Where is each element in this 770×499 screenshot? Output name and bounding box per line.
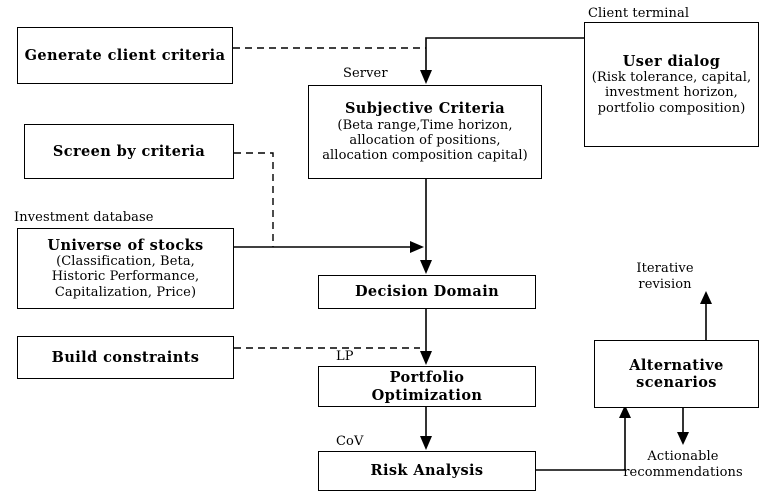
node-subtext-line: (Risk tolerance, capital, [591,70,752,86]
arrowhead-into-portfolio-optimization [420,351,432,365]
node-subjective-criteria[interactable]: Subjective Criteria (Beta range,Time hor… [308,85,542,179]
caption-lp: LP [336,349,354,364]
edge-risk-analysis-to-alternative-scenarios [536,414,626,471]
node-title: Generate client criteria [24,46,226,64]
node-risk-analysis[interactable]: Risk Analysis [318,451,536,491]
node-generate-client-criteria[interactable]: Generate client criteria [17,27,233,84]
arrowhead-into-decision-domain [420,260,432,274]
caption-client-terminal: Client terminal [588,6,690,21]
node-title: Alternative scenarios [629,356,724,391]
node-subtext-line: (Classification, Beta, [56,254,195,270]
node-title: Risk Analysis [370,462,484,480]
node-subtext-line: allocation composition capital) [322,148,528,164]
node-title: Screen by criteria [52,142,206,160]
arrowhead-into-subjective-criteria [420,70,432,84]
node-subtext: (Risk tolerance, capital,investment hori… [592,70,751,116]
node-decision-domain[interactable]: Decision Domain [318,275,536,309]
arrowhead-universe-to-decision-domain [410,241,424,253]
node-title: User dialog [622,52,721,70]
node-title: Subjective Criteria [344,100,506,118]
node-subtext-line: investment horizon, [605,85,738,101]
arrowhead-into-risk-analysis [420,436,432,450]
node-screen-by-criteria[interactable]: Screen by criteria [24,124,234,179]
node-title: Build constraints [51,348,200,366]
node-portfolio-optimization[interactable]: Portfolio Optimization [318,366,536,407]
edge-screen-by-criteria-to-decision-path [234,152,274,247]
node-title: Decision Domain [354,283,500,301]
node-subtext-line: Historic Performance, [51,269,200,285]
node-title: Portfolio Optimization [371,369,483,404]
arrowhead-into-iterative-revision [700,291,712,304]
node-title: Universe of stocks [47,236,204,254]
caption-server: Server [343,66,388,81]
node-universe-of-stocks[interactable]: Universe of stocks (Classification, Beta… [17,228,234,309]
node-subtext-line: allocation of positions, [349,132,501,148]
arrowhead-into-actionable-recommendations [677,432,689,445]
caption-cov: CoV [336,434,364,449]
node-user-dialog[interactable]: User dialog (Risk tolerance, capital,inv… [584,22,759,147]
node-subtext: (Beta range,Time horizon,allocation of p… [322,118,528,164]
node-subtext: (Classification, Beta,Historic Performan… [52,254,200,300]
node-alternative-scenarios[interactable]: Alternative scenarios [594,340,759,408]
node-subtext-line: portfolio composition) [597,100,746,116]
node-build-constraints[interactable]: Build constraints [17,336,234,379]
edge-user-dialog-to-subjective-criteria [425,37,584,80]
node-subtext-line: Capitalization, Price) [54,284,197,300]
caption-investment-database: Investment database [14,210,154,225]
node-subtext-line: (Beta range,Time horizon, [337,117,513,133]
